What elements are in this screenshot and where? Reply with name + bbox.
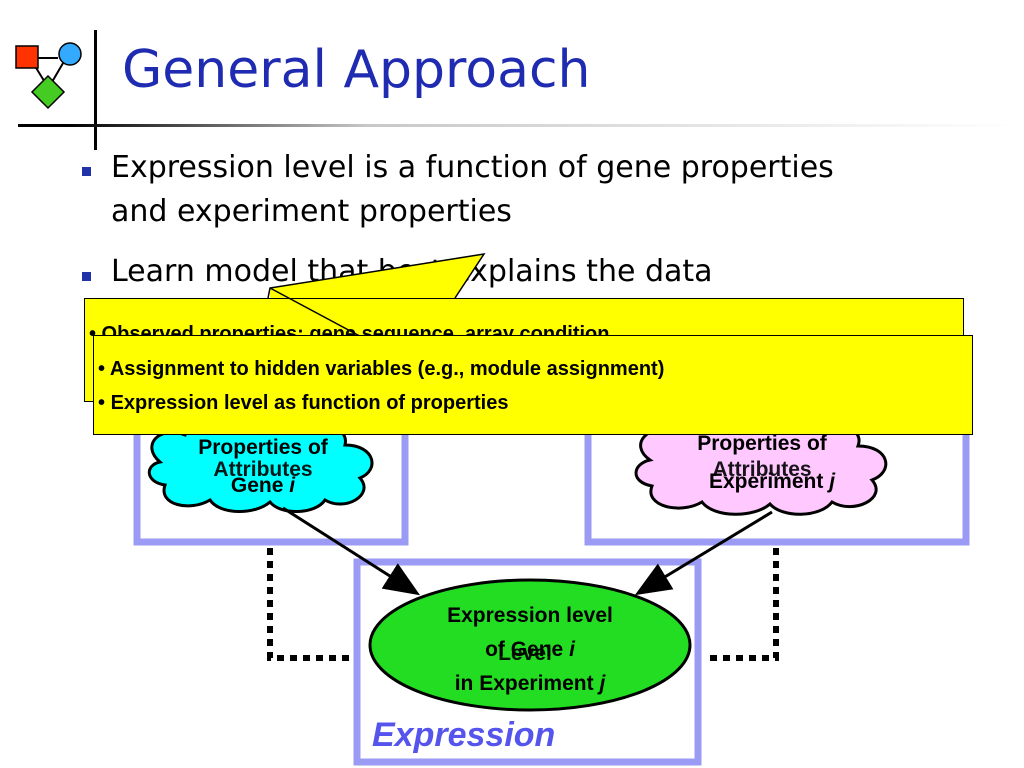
ellipse-label-line-2: of Gene i xyxy=(400,638,660,661)
ellipse-label-line-1: Expression level xyxy=(447,604,613,627)
page-title: General Approach xyxy=(122,40,591,100)
ellipse-label-line-3: in Experiment j xyxy=(400,672,660,695)
experiment-cloud-label-line-2: Experiment j xyxy=(672,470,872,493)
ellipse-gene-label: of Gene xyxy=(485,638,564,661)
gene-cloud-label-line-2: Gene i xyxy=(168,474,358,497)
experiment-var: j xyxy=(829,470,836,493)
expression-box-label: Expression xyxy=(372,716,556,754)
callout-front-line-2: Expression level as function of properti… xyxy=(110,392,509,414)
arrow-experiment-to-expression xyxy=(634,510,773,596)
dotted-connector-left xyxy=(267,548,355,661)
title-divider-vertical xyxy=(94,30,97,150)
bullet-marker xyxy=(82,167,91,176)
gene-label: Gene xyxy=(230,474,284,497)
arrow-gene-to-expression xyxy=(282,506,421,596)
experiment-label: Experiment xyxy=(708,470,824,493)
callout-front-item-2: • Expression level as function of proper… xyxy=(98,392,509,414)
bullet-marker xyxy=(82,272,91,281)
ellipse-experiment-label: in Experiment xyxy=(454,672,594,695)
experiment-cloud-label-line-1: Properties of xyxy=(697,432,827,455)
bullet-1-line-2: and experiment properties xyxy=(111,194,512,229)
gene-cloud-label-line-1: Properties of xyxy=(198,436,328,459)
callout-front-line-1: Assignment to hidden variables (e.g., mo… xyxy=(109,358,665,380)
gene-var: i xyxy=(289,474,296,497)
title-divider-horizontal xyxy=(18,124,1018,127)
dotted-connector-right xyxy=(706,548,779,661)
gene-cloud-overlay: Attributes xyxy=(213,458,313,481)
expression-ellipse xyxy=(368,578,692,712)
logo-icon xyxy=(15,42,82,110)
experiment-cloud-overlay: Attributes xyxy=(712,458,812,481)
ellipse-overlay: Level xyxy=(498,642,552,665)
callout-front: • Assignment to hidden variables (e.g., … xyxy=(93,335,973,435)
bullet-1-line-1: Expression level is a function of gene p… xyxy=(111,150,834,185)
ellipse-var-i: i xyxy=(569,638,575,661)
ellipse-var-j: j xyxy=(599,672,606,695)
callout-front-item-1: • Assignment to hidden variables (e.g., … xyxy=(98,358,665,380)
